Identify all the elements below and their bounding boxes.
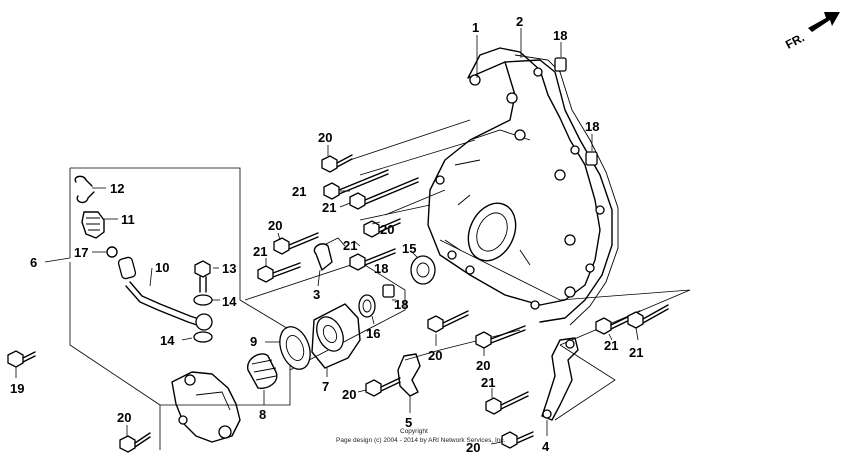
callout-21-c: 21 [253, 244, 267, 259]
grouping-frames [44, 167, 691, 450]
callout-5: 5 [405, 415, 412, 430]
callout-20-left: 20 [268, 218, 282, 233]
copyright-line-2: Page design (c) 2004 - 2014 by ARI Netwo… [336, 437, 506, 444]
callout-18-center-a: 18 [374, 261, 388, 276]
callout-14-lower: 14 [160, 333, 175, 348]
callout-12: 12 [110, 181, 124, 196]
callout-21-f: 21 [629, 345, 643, 360]
callout-20-bottom: 20 [342, 387, 356, 402]
callout-20-top: 20 [318, 130, 332, 145]
callout-2: 2 [516, 14, 523, 29]
copyright-notice: Copyright Page design (c) 2004 - 2014 by… [336, 428, 506, 444]
callout-6: 6 [30, 255, 37, 270]
callout-10: 10 [155, 260, 169, 275]
callout-18-right: 18 [585, 119, 599, 134]
callout-20-center: 20 [380, 222, 394, 237]
callout-8: 8 [259, 407, 266, 422]
bolts [7, 154, 669, 453]
callout-21-a: 21 [292, 184, 306, 199]
crankcase-cover [427, 47, 619, 326]
callout-21-d: 21 [343, 238, 357, 253]
callout-18-top: 18 [553, 28, 567, 43]
callout-16: 16 [366, 326, 380, 341]
callout-3: 3 [313, 287, 320, 302]
callout-20-bottom-left: 20 [117, 410, 131, 425]
cover-leaders [349, 28, 522, 221]
callout-9: 9 [250, 334, 257, 349]
callout-21-b: 21 [322, 200, 336, 215]
callout-leaders [15, 145, 639, 445]
dowel-pins [382, 42, 598, 298]
callout-13: 13 [222, 261, 236, 276]
callout-1: 1 [472, 20, 479, 35]
callout-20-lower-center: 20 [428, 348, 442, 363]
callout-7: 7 [322, 379, 329, 394]
callout-14-upper: 14 [222, 294, 237, 309]
callout-20-bottom-far: 20 [466, 440, 480, 455]
copyright-line-1: Copyright [400, 428, 428, 435]
callout-4: 4 [542, 439, 550, 454]
callout-15: 15 [402, 241, 416, 256]
callout-17: 17 [74, 245, 88, 260]
callout-numbers: 1 2 3 4 5 6 7 8 9 10 11 12 13 14 14 15 1… [10, 14, 643, 455]
callout-19: 19 [10, 381, 24, 396]
front-direction-arrow: FR. [783, 12, 840, 52]
pump-group [171, 237, 436, 443]
callout-20-lower: 20 [476, 358, 490, 373]
sensor-group [74, 175, 220, 343]
callout-18-center-b: 18 [394, 297, 408, 312]
front-label: FR. [783, 30, 807, 51]
brackets [397, 337, 579, 436]
callout-21-g: 21 [481, 375, 495, 390]
callout-11: 11 [121, 212, 135, 227]
callout-21-e: 21 [604, 338, 618, 353]
